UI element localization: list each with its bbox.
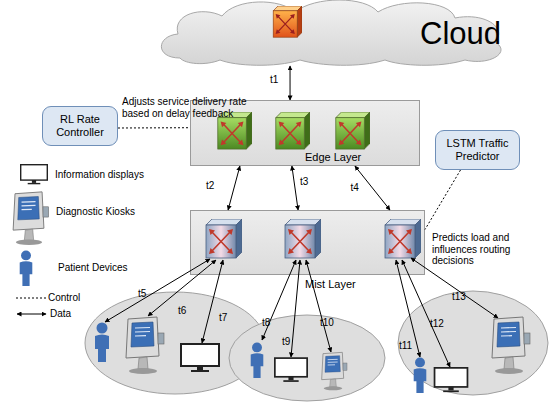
link-label: t10 [320,317,334,329]
link-label: t6 [178,305,186,317]
link-label: t2 [206,180,214,192]
data-link [411,258,498,318]
link-label: t7 [219,312,227,324]
link-label: t9 [282,336,290,348]
node-text: Mist Layer [305,278,356,291]
data-link [202,260,223,343]
link-label: t4 [350,182,358,194]
mist-switch-icon [385,219,421,258]
patient-device-icon [95,323,109,363]
device-group-ellipse [85,292,265,394]
mist-switch-icon [206,219,242,258]
device-group-ellipse [229,315,385,401]
link-label: t8 [262,317,270,329]
legend-text: Diagnostic Kiosks [56,206,135,218]
link-label: t1 [270,74,278,86]
control-line [118,127,190,128]
legend-control-line [16,298,46,299]
legend-display-icon [21,165,48,185]
link-label: t11 [399,340,412,352]
link-label: t3 [300,176,308,188]
data-link [396,260,420,357]
node-text: Cloud [420,16,501,52]
legend-text: Information displays [55,169,144,181]
link-label: t13 [452,291,466,303]
annotation-note: Predicts load and influences routing dec… [432,232,527,267]
patient-device-icon [251,342,264,378]
data-link [292,166,298,210]
mist-layer-band: Mist Layer [190,210,425,275]
predictor-box: LSTM Traffic Predictor [435,130,520,170]
link-label: t5 [138,288,146,300]
legend-text: Data [50,308,71,320]
diagnostic-kiosk-icon [126,317,164,374]
node-text: Edge Layer [305,151,361,164]
data-link [306,260,331,352]
data-link [262,260,296,340]
cloud-shape: Cloud [150,0,510,66]
diagnostic-kiosk-icon [322,352,347,390]
legend-kiosk-icon [13,192,48,245]
legend-text: Control [48,292,80,304]
node-text: RL Rate Controller [45,113,115,138]
data-link [355,166,390,210]
annotation-note: Adjusts service delivery rate based on d… [122,96,272,119]
device-links [105,258,498,367]
data-link [228,166,240,210]
link-label: t12 [430,318,444,330]
node-text: LSTM Traffic Predictor [438,137,517,162]
data-link [148,260,216,316]
information-display-icon [275,358,307,382]
control-line [425,170,461,230]
controller-box: RL Rate Controller [42,106,118,146]
legend-data-arrow [17,314,46,315]
data-link [291,260,300,357]
device-group-ellipse [398,291,548,395]
mist-switch-icon [285,219,321,258]
legend-person-icon [20,250,33,286]
edge-switch-icon [336,112,370,149]
cloud-switch-icon [273,6,302,37]
information-display-icon [181,344,219,372]
legend-text: Patient Devices [58,262,127,274]
data-link [290,66,291,100]
information-display-icon [435,368,468,392]
patient-device-icon [414,357,427,393]
cloud-path [161,0,501,65]
edge-switch-icon [276,112,310,149]
diagnostic-kiosk-icon [492,317,530,374]
